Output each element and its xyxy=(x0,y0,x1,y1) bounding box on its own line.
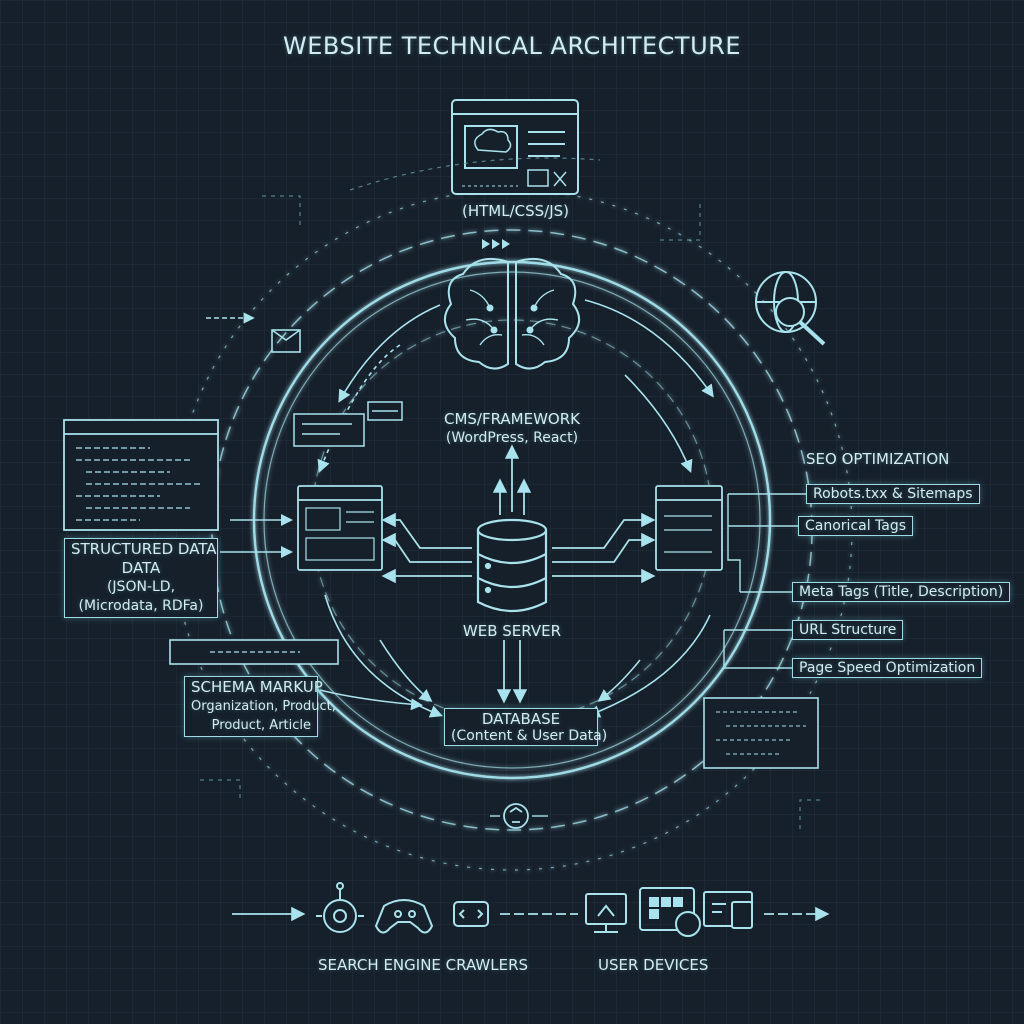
arrow-schema-to-db xyxy=(319,689,423,711)
arrow-right-inner xyxy=(624,374,693,473)
cms-title: CMS/FRAMEWORK xyxy=(443,410,580,428)
schema-markup-line2: Product, Article xyxy=(211,718,311,733)
frontend-label: (HTML/CSS/JS) xyxy=(462,202,570,220)
structured-data-line1: STRUCTURED DATA xyxy=(71,540,217,558)
code-editor-panel xyxy=(63,419,219,531)
arrow-right-db xyxy=(597,659,641,702)
seo-item-page-speed: Page Speed Optimization xyxy=(792,658,983,678)
seo-item-robots: Robots.txx & Sitemaps xyxy=(806,484,980,504)
desktop-icon xyxy=(585,893,627,933)
tablet-icon xyxy=(639,887,701,937)
schema-markup-title: SCHEMA MARKUP xyxy=(191,678,323,696)
seo-connectors xyxy=(723,493,806,669)
cms-subtitle: (WordPress, React) xyxy=(445,430,579,446)
flow-arrows-top xyxy=(482,239,510,249)
database-title: DATABASE xyxy=(481,710,561,728)
mobile-icon xyxy=(703,891,753,929)
arrow-right-2 xyxy=(552,532,656,563)
devices-label: USER DEVICES xyxy=(598,956,709,974)
arrow-cms-left xyxy=(338,304,441,403)
arrow-right-1 xyxy=(552,512,656,549)
browser-window-icon xyxy=(451,99,579,195)
schema-markup-box: SCHEMA MARKUP Organization, Product, Pro… xyxy=(184,676,336,737)
arrow-left-db xyxy=(379,639,433,702)
seo-item-canonical: Canorical Tags xyxy=(798,516,914,536)
schema-markup-line1: Organization, Product, xyxy=(191,699,336,714)
left-content-panel xyxy=(297,485,383,571)
cms-mini-panels xyxy=(293,401,403,447)
right-content-panel xyxy=(655,485,723,571)
robot-crawler-icon xyxy=(316,882,364,933)
seo-heading: SEO OPTIMIZATION xyxy=(806,450,950,468)
seo-item-url-structure: URL Structure xyxy=(792,620,904,640)
gamepad-bot-icon xyxy=(374,899,434,934)
structured-data-line2: DATA xyxy=(121,559,161,577)
decorative-dashes xyxy=(200,157,820,830)
arrow-right-bottom xyxy=(587,614,711,718)
envelope-icon xyxy=(271,329,301,353)
structured-data-box: STRUCTURED DATA DATA (JSON-LD, (Microdat… xyxy=(64,538,218,618)
arrow-left-2 xyxy=(381,532,472,563)
arrow-dashed-left xyxy=(317,344,401,473)
crawlers-label: SEARCH ENGINE CRAWLERS xyxy=(318,956,529,974)
arrow-left-1 xyxy=(381,512,472,549)
cursor-box-icon xyxy=(453,901,489,927)
database-subtitle: (Content & User Data) xyxy=(451,728,608,744)
structured-data-line4: (Microdata, RDFa) xyxy=(78,598,204,614)
arrow-cms-right xyxy=(584,299,714,398)
database-cylinder-icon xyxy=(476,518,548,612)
right-code-panel xyxy=(703,697,819,769)
schema-code-bar xyxy=(169,639,339,665)
seo-item-meta-tags: Meta Tags (Title, Description) xyxy=(792,582,1011,602)
globe-magnifier-icon xyxy=(755,271,826,346)
recycle-icon xyxy=(503,803,529,829)
database-box: DATABASE (Content & User Data) xyxy=(444,708,608,746)
web-server-label: WEB SERVER xyxy=(462,622,562,640)
structured-data-line3: (JSON-LD, xyxy=(106,579,176,595)
page-title: WEBSITE TECHNICAL ARCHITECTURE xyxy=(283,32,741,60)
brain-icon xyxy=(444,258,580,370)
